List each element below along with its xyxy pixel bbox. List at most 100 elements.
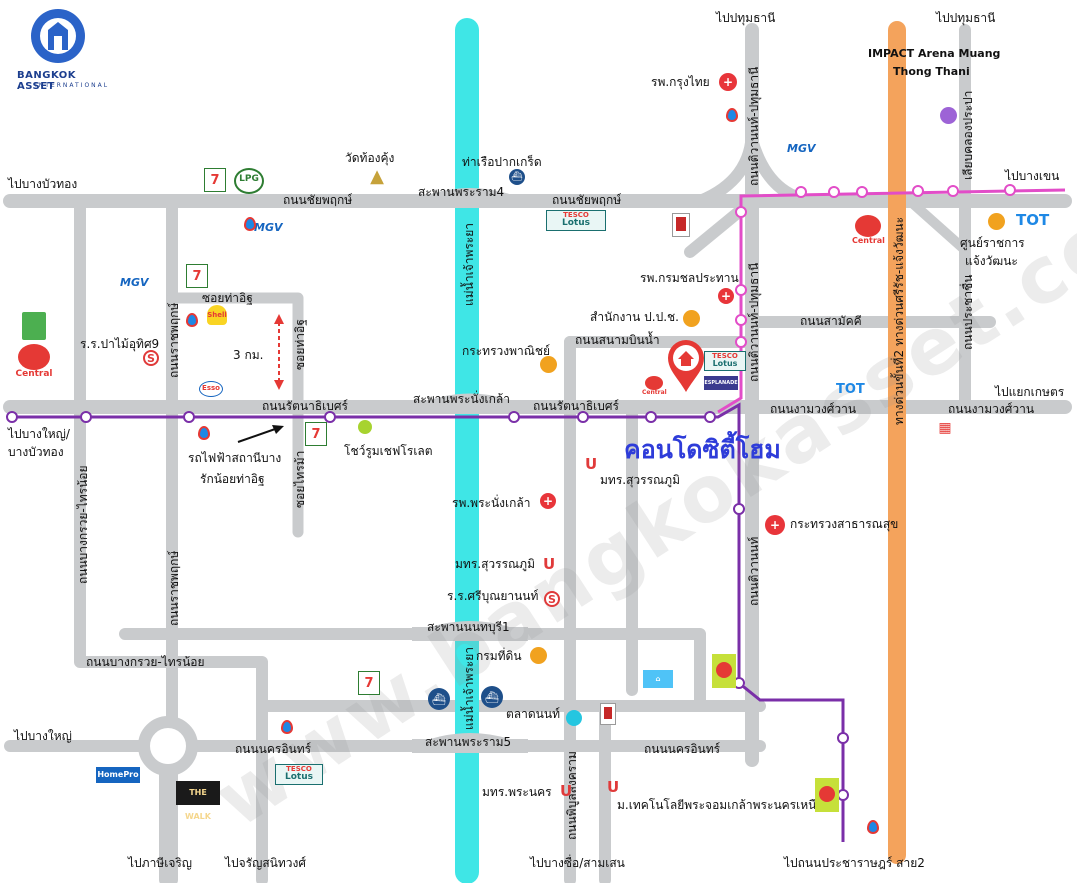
road-label-nakhon-in-1: ถนนนครอินทร์ <box>235 742 312 756</box>
homepro-icon: HomePro <box>96 767 140 783</box>
purple-line <box>6 402 849 842</box>
tesco-lotus-icon: TESCO Lotus <box>704 351 746 371</box>
office-icon <box>683 310 700 327</box>
road-label-chaiyaphruek-1: ถนนชัยพฤกษ์ <box>283 193 353 207</box>
place-univ-suwan-1: มทร.สุวรรณภูมิ <box>600 473 680 487</box>
bridge-label-nonthaburi1: สะพานนนทบุรี1 <box>427 620 510 634</box>
dest-bang-sue: ไปบางซื่อ/สามเสน <box>530 856 625 870</box>
dest-bang-khen: ไปบางเขน <box>1005 169 1060 183</box>
tot-icon: TOT <box>1016 211 1050 229</box>
place-kmutnb: ม.เทคโนโลยีพระจอมเกล้าพระนครเหนือ <box>617 798 824 812</box>
ptt-mgv-icon: MGV <box>254 221 283 234</box>
place-rajchakarn-1: ศูนย์ราชการ <box>960 236 1025 250</box>
place-wat-tong-kung: วัดท้องคุ้ง <box>345 151 395 165</box>
pink-station <box>735 206 747 218</box>
esplanade-icon: ESPLANADE <box>704 376 738 390</box>
central-label: Central <box>852 236 885 245</box>
showroom-icon <box>358 420 372 434</box>
central-label: Central <box>15 369 53 379</box>
purple-station <box>733 503 745 515</box>
ptt-drop-icon <box>726 108 738 122</box>
place-3km: 3 กม. <box>233 348 264 362</box>
bridge-label-nang-klao: สะพานพระนั่งเกล้า <box>413 392 510 406</box>
dest-bang-bua-thong: ไปบางบัวทอง <box>8 177 78 191</box>
logo-emblem-icon <box>31 9 85 63</box>
hospital-icon: + <box>540 493 556 509</box>
seven-eleven-icon: 7 <box>186 264 208 288</box>
pink-station <box>795 186 807 198</box>
road-bang-kruai-v <box>74 408 266 668</box>
road-label-chaiyaphruek-2: ถนนชัยพฤกษ์ <box>552 193 622 207</box>
dest-bang-yai: ไปบางใหญ่ <box>14 729 72 743</box>
road-label-ngamwongwan-2: ถนนงามวงศ์วาน <box>948 402 1035 416</box>
boat-icon: ⛴ <box>428 688 450 710</box>
lotus-label: Lotus <box>712 359 738 369</box>
pink-station <box>735 336 747 348</box>
central-flower-icon <box>645 376 663 390</box>
central-leaf-icon <box>22 312 46 340</box>
purple-station <box>704 411 716 423</box>
roads <box>3 23 1072 883</box>
place-nang-klao-hospital: รพ.พระนั่งเกล้า <box>452 496 531 510</box>
school-icon: S <box>544 591 560 607</box>
road-label-ratchaphruek-1: ถนนราชพฤกษ์ <box>167 302 181 378</box>
tesco-lotus-icon: TESCO Lotus <box>275 764 323 785</box>
seven-eleven-icon: 7 <box>204 168 226 192</box>
purple-station <box>6 411 18 423</box>
government-center-icon <box>988 213 1005 230</box>
lpg-icon: LPG <box>234 168 264 194</box>
dest-charan: ไปจรัญสนิทวงศ์ <box>225 856 307 870</box>
place-public-health: กระทรวงสาธารณสุข <box>790 517 899 531</box>
central-flower-icon <box>855 215 881 237</box>
ministry-icon <box>540 356 557 373</box>
bridge-label-rama4: สะพานพระราม4 <box>418 185 505 199</box>
mgv-icon: MGV <box>120 276 149 289</box>
place-impact-1: IMPACT Arena Muang <box>868 47 1001 60</box>
ptt-drop-icon <box>244 217 256 231</box>
ptt-mgv-icon: MGV <box>787 142 816 155</box>
mall-icon: ▦ <box>938 420 952 436</box>
purple-station <box>80 411 92 423</box>
river-label-1: แม่น้ำเจ้าพระยา <box>462 222 476 306</box>
road-label-ratchaphruek-2: ถนนราชพฤกษ์ <box>167 550 181 626</box>
dest-bang-yai-2: บางบัวทอง <box>8 445 64 459</box>
seven-eleven-icon: 7 <box>358 671 380 695</box>
tesco-lotus-icon: TESCO Lotus <box>546 210 606 231</box>
logo-name: BANGKOK ASSET <box>17 70 76 92</box>
place-univ-phra-nakhon: มทร.พระนคร <box>482 785 552 799</box>
road-label-rattanathibet-1: ถนนรัตนาธิเบศร์ <box>262 399 348 413</box>
big-c-icon <box>815 778 839 812</box>
pink-station <box>828 186 840 198</box>
place-sribunyanon: ร.ร.ศรีบุณยานนท์ <box>447 589 539 603</box>
ptt-drop-icon <box>867 820 879 834</box>
road-tiwanon-curve2 <box>746 134 826 207</box>
purple-station <box>837 789 849 801</box>
condo-title: คอนโดซิตี้โฮม <box>624 435 781 464</box>
road-soi-tha-it <box>166 292 304 538</box>
building-icon <box>600 703 616 725</box>
lotus-label: Lotus <box>562 218 590 229</box>
central-label: Central <box>642 389 667 396</box>
land-dept-icon <box>530 647 547 664</box>
ptt-drop-icon <box>186 313 198 327</box>
big-c-icon <box>712 654 736 688</box>
road-label-prachachuen: ถนนประชาชื่น <box>961 274 975 350</box>
university-icon: U <box>560 782 573 800</box>
condo-location-pin[interactable] <box>666 338 706 394</box>
dest-prachachuen: ไปถนนประชาราษฎร์ สาย2 <box>784 856 925 870</box>
place-land-dept: กรมที่ดิน <box>476 649 522 663</box>
building-icon <box>672 213 690 237</box>
road-label-khlong-prapa: เลียบคลองประปา <box>961 90 975 180</box>
road-label-tiwanon-2: ถนนติวานนท์-ปทุมธานี <box>747 262 761 382</box>
seven-eleven-icon: 7 <box>305 422 327 446</box>
purple-station <box>645 411 657 423</box>
pink-station <box>735 284 747 296</box>
logo-sub: INTERNATIONAL <box>35 82 110 89</box>
pink-station <box>856 186 868 198</box>
central-icon: Central <box>852 215 885 245</box>
place-soi-tha-it-top: ซอยท่าอิฐ <box>202 291 253 305</box>
ptt-drop-icon <box>281 720 293 734</box>
place-pps-office: สำนักงาน ป.ป.ช. <box>590 310 679 324</box>
ptt-drop-icon <box>198 426 210 440</box>
